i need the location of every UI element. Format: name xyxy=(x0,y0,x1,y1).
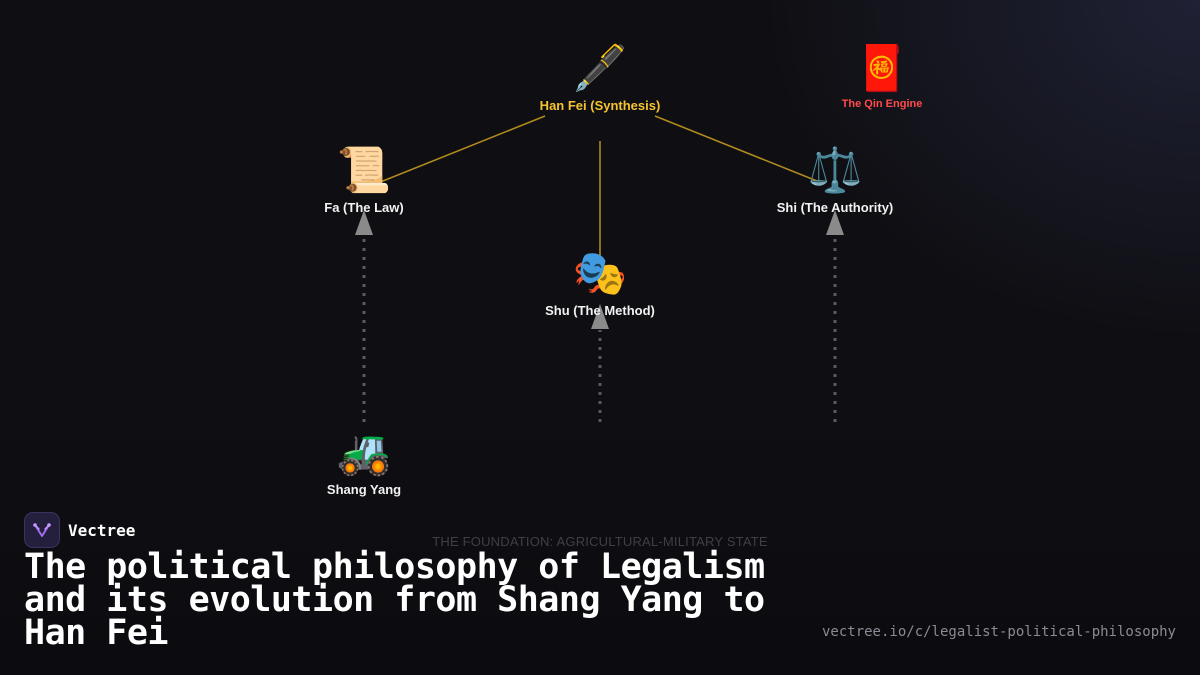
tractor-icon: 🚜 xyxy=(336,428,392,477)
arrowhead-shu xyxy=(591,304,609,329)
fountain-pen-icon: 🖋️ xyxy=(572,44,628,93)
scroll-icon: 📜 xyxy=(336,146,392,195)
balance-scale-icon: ⚖️ xyxy=(807,146,863,195)
brand[interactable]: Vectree xyxy=(24,512,135,548)
edge-hanfei-shi xyxy=(654,115,823,184)
red-envelope-icon: 🧧 xyxy=(854,44,910,93)
page-url[interactable]: vectree.io/c/legalist-political-philosop… xyxy=(821,624,1176,640)
node-qin-engine-label: The Qin Engine xyxy=(841,98,923,110)
node-shi[interactable]: ⚖️ Shi (The Authority) xyxy=(777,146,894,215)
node-qin-engine[interactable]: 🧧 The Qin Engine xyxy=(842,44,923,110)
arrowhead-shi xyxy=(826,210,844,235)
foundation-label: THE FOUNDATION: AGRICULTURAL-MILITARY ST… xyxy=(432,534,768,549)
node-han-fei-label: Han Fei (Synthesis) xyxy=(539,98,661,113)
node-shu[interactable]: 🎭 Shu (The Method) xyxy=(545,249,655,318)
arrowhead-fa xyxy=(355,210,373,235)
edge-hanfei-fa xyxy=(377,115,546,184)
node-shang-yang-label: Shang Yang xyxy=(326,482,402,497)
node-han-fei[interactable]: 🖋️ Han Fei (Synthesis) xyxy=(540,44,661,113)
node-fa[interactable]: 📜 Fa (The Law) xyxy=(324,146,403,215)
vectree-logo-icon xyxy=(24,512,60,548)
node-shang-yang[interactable]: 🚜 Shang Yang xyxy=(327,428,401,497)
brand-name: Vectree xyxy=(68,520,136,540)
theater-masks-icon: 🎭 xyxy=(572,249,628,298)
node-shu-label: Shu (The Method) xyxy=(545,303,655,318)
page-title: The political philosophy of Legalism and… xyxy=(24,547,765,653)
node-shi-label: Shi (The Authority) xyxy=(776,200,894,215)
node-fa-label: Fa (The Law) xyxy=(324,200,404,215)
